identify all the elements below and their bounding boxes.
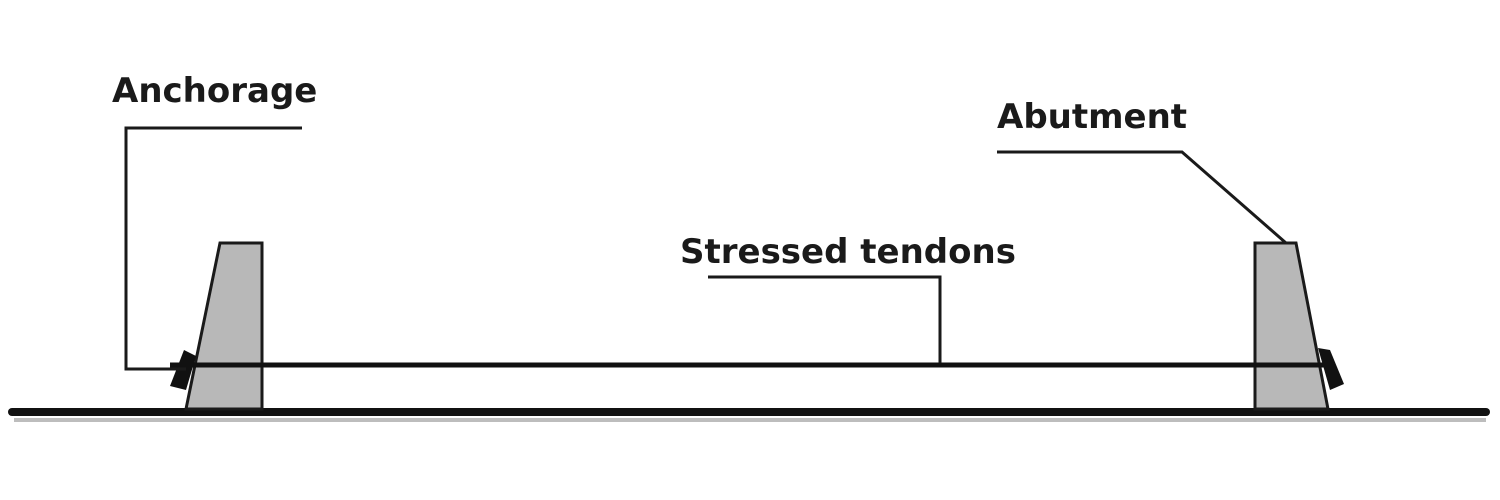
anchorage-label: Anchorage	[112, 71, 317, 111]
abutment-label: Abutment	[997, 97, 1187, 137]
abutment-leader-line	[997, 150, 1287, 245]
stressed-tendons-leader-line	[708, 275, 942, 363]
right-abutment	[1253, 241, 1330, 411]
stressed-tendons-label: Stressed tendons	[680, 232, 1016, 272]
right-anchor-wedge	[1318, 348, 1344, 390]
left-abutment	[184, 241, 264, 411]
anchorage-leader-line	[124, 126, 302, 371]
